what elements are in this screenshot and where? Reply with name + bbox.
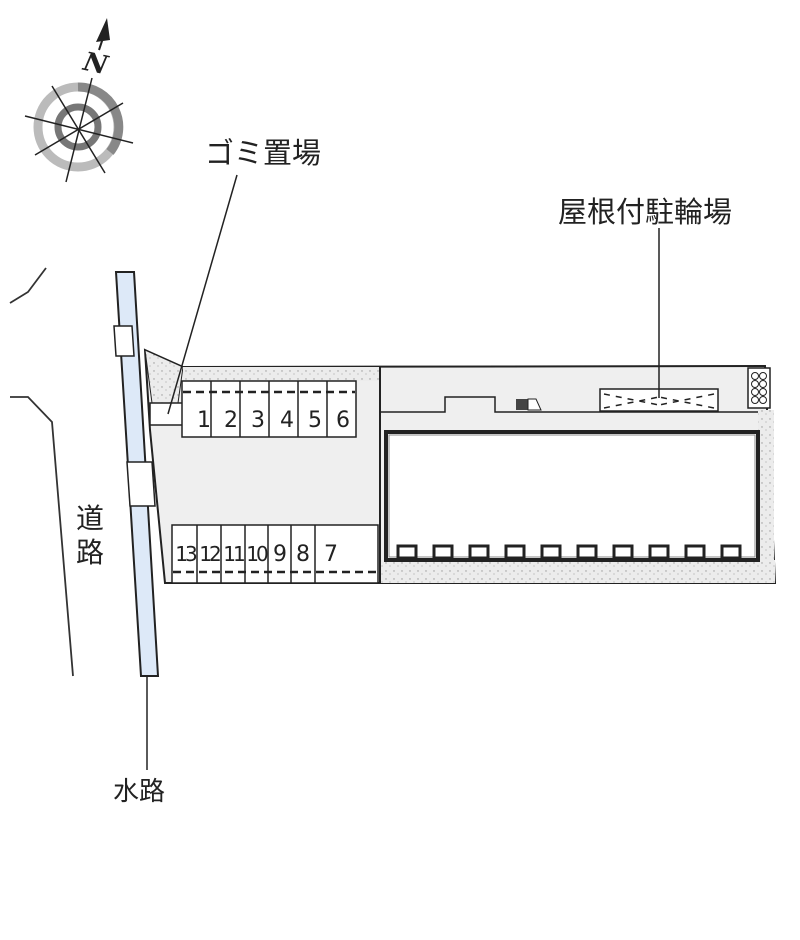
parking-space-4: 4 — [280, 408, 294, 433]
road-label-2: 路 — [76, 536, 104, 569]
parking-space-5: 5 — [308, 408, 322, 433]
road — [9, 267, 74, 677]
entrance-marker — [516, 398, 542, 411]
balcony-sawtooth — [396, 544, 742, 560]
waterway-label: 水路 — [113, 777, 165, 807]
parking-space-11: 11 — [223, 542, 244, 566]
road-label-1: 道 — [76, 502, 104, 535]
parking-space-2: 2 — [224, 408, 238, 433]
bike-parking — [599, 388, 719, 412]
parking-space-1: 1 — [197, 408, 211, 433]
compass-icon: N — [24, 18, 134, 183]
parking-space-9: 9 — [273, 542, 287, 567]
parking-row-bottom: 13 12 11 10 9 8 7 — [171, 524, 379, 584]
parking-space-7: 7 — [324, 542, 338, 567]
bike-parking-label: 屋根付駐輪場 — [558, 195, 732, 229]
garbage-label: ゴミ置場 — [205, 136, 321, 170]
parking-space-8: 8 — [296, 542, 310, 567]
parking-space-3: 3 — [251, 408, 265, 433]
parking-space-13: 13 — [175, 542, 197, 566]
parking-space-10: 10 — [246, 542, 268, 566]
meter-box — [747, 367, 771, 409]
waterway — [113, 271, 160, 677]
parking-space-12: 12 — [199, 542, 220, 566]
parking-space-6: 6 — [336, 408, 350, 433]
parking-row-top: 1 2 3 4 5 6 — [181, 380, 357, 438]
north-label: N — [80, 47, 112, 82]
garbage-area — [149, 402, 184, 426]
